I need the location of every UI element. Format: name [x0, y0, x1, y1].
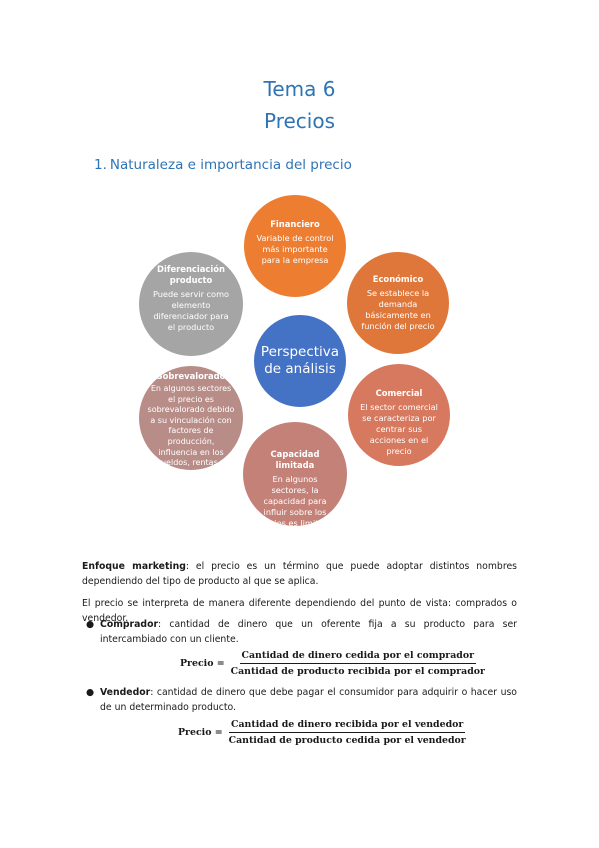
node-capacidad-title: Capacidad limitada — [270, 449, 320, 470]
node-sobrevalorado: Sobrevalorado En algunos sectores el pre… — [137, 364, 245, 478]
paragraph-interpretacion: El precio se interpreta de manera difere… — [82, 598, 517, 624]
node-diferenciacion: Diferenciación producto Puede servir com… — [137, 250, 245, 358]
section-heading: 1.Naturaleza e importancia del precio — [94, 157, 352, 173]
formula-vendedor: Precio = Cantidad de dinero recibida por… — [178, 719, 468, 746]
formula-comprador-numerator: Cantidad de dinero cedida por el comprad… — [239, 650, 477, 664]
node-financiero-title: Financiero — [270, 219, 320, 229]
bullet-comprador: ● Comprador: cantidad de dinero que un o… — [82, 618, 517, 647]
bullet-vendedor: ● Vendedor: cantidad de dinero que debe … — [82, 686, 517, 715]
document-title: Tema 6 — [263, 77, 336, 101]
node-financiero: Financiero Variable de control más impor… — [242, 193, 348, 299]
node-comercial-title: Comercial — [375, 388, 423, 398]
node-sobrevalorado-title: Sobrevalorado — [156, 371, 226, 381]
document-subtitle: Precios — [263, 109, 335, 133]
enfoque-text: : el precio es un término que puede adop… — [82, 561, 518, 587]
formula-vendedor-fraction: Cantidad de dinero recibida por el vende… — [227, 719, 468, 746]
formula-vendedor-numerator: Cantidad de dinero recibida por el vende… — [229, 719, 466, 733]
node-center: Perspectiva de análisis — [252, 313, 348, 409]
formula-vendedor-label: Precio = — [178, 727, 223, 738]
bullet-dot: ● — [86, 619, 95, 630]
node-capacidad-limitada: Capacidad limitada En algunos sectores, … — [241, 420, 349, 528]
vendedor-label: Vendedor — [100, 687, 151, 698]
vendedor-desc: : cantidad de dinero que debe pagar el c… — [100, 687, 517, 713]
formula-vendedor-denominator: Cantidad de producto cedida por el vende… — [228, 735, 466, 746]
formula-comprador-fraction: Cantidad de dinero cedida por el comprad… — [229, 650, 487, 677]
formula-comprador-label: Precio = — [180, 658, 225, 669]
section-label: Naturaleza e importancia del precio — [109, 157, 352, 173]
node-diferenciacion-body: Puede servir como elemento diferenciador… — [152, 289, 230, 332]
node-economico-title: Económico — [372, 274, 424, 284]
node-comercial-body: El sector comercial se caracteriza por c… — [360, 402, 438, 456]
node-comercial: Comercial El sector comercial se caracte… — [346, 362, 452, 468]
formula-comprador: Precio = Cantidad de dinero cedida por e… — [180, 650, 487, 677]
section-number: 1. — [94, 157, 107, 173]
node-capacidad-body: En algunos sectores, la capacidad para i… — [256, 474, 334, 528]
bullet-comprador-text: Comprador: cantidad de dinero que un ofe… — [100, 618, 517, 647]
node-sobrevalorado-body: En algunos sectores el precio es sobreva… — [147, 384, 235, 478]
formula-comprador-denominator: Cantidad de producto recibida por el com… — [230, 666, 485, 677]
node-economico: Económico Se establece la demanda básica… — [345, 250, 451, 356]
node-diferenciacion-title: Diferenciación producto — [157, 264, 225, 285]
node-economico-body: Se establece la demanda básicamente en f… — [361, 288, 435, 331]
node-center-label: Perspectiva de análisis — [260, 344, 340, 377]
comprador-label: Comprador — [100, 619, 159, 630]
node-financiero-body: Variable de control más importante para … — [256, 233, 334, 265]
comprador-desc: : cantidad de dinero que un oferente fij… — [100, 619, 517, 645]
bullet-vendedor-text: Vendedor: cantidad de dinero que debe pa… — [100, 686, 517, 715]
enfoque-label: Enfoque marketing — [82, 561, 186, 572]
paragraph-enfoque: Enfoque marketing: el precio es un térmi… — [82, 560, 517, 589]
bullet-dot: ● — [86, 687, 95, 698]
